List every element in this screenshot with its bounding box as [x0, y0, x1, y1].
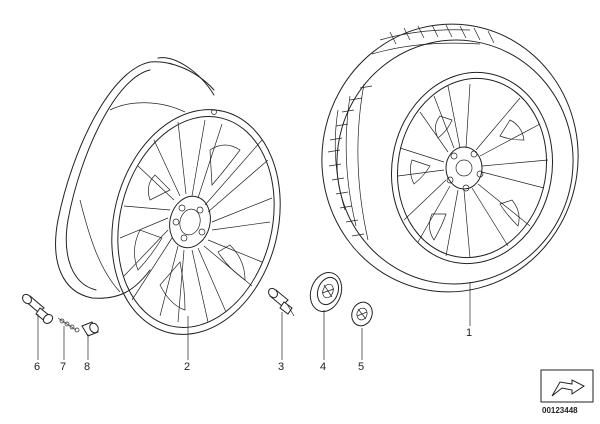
- callout-4: 4: [320, 361, 326, 373]
- callout-1: 1: [466, 327, 472, 339]
- emblem-badge: [351, 301, 373, 327]
- wheel-bolt: [268, 287, 295, 317]
- callout-6: 6: [34, 361, 40, 373]
- alloy-rim: [55, 57, 281, 335]
- callout-3: 3: [278, 361, 284, 373]
- tyre-valve: [22, 293, 54, 324]
- callout-8: 8: [84, 361, 90, 373]
- callout-5: 5: [358, 361, 364, 373]
- complete-wheel-with-tyre: [321, 23, 579, 293]
- valve-core: [57, 317, 80, 333]
- document-number: 00123448: [542, 406, 578, 415]
- callout-7: 7: [60, 361, 66, 373]
- valve-cap: [81, 321, 99, 337]
- leader-lines: [37, 282, 471, 360]
- document-reference: 00123448: [540, 369, 594, 415]
- callout-2: 2: [184, 361, 190, 373]
- hub-cap: [309, 272, 343, 312]
